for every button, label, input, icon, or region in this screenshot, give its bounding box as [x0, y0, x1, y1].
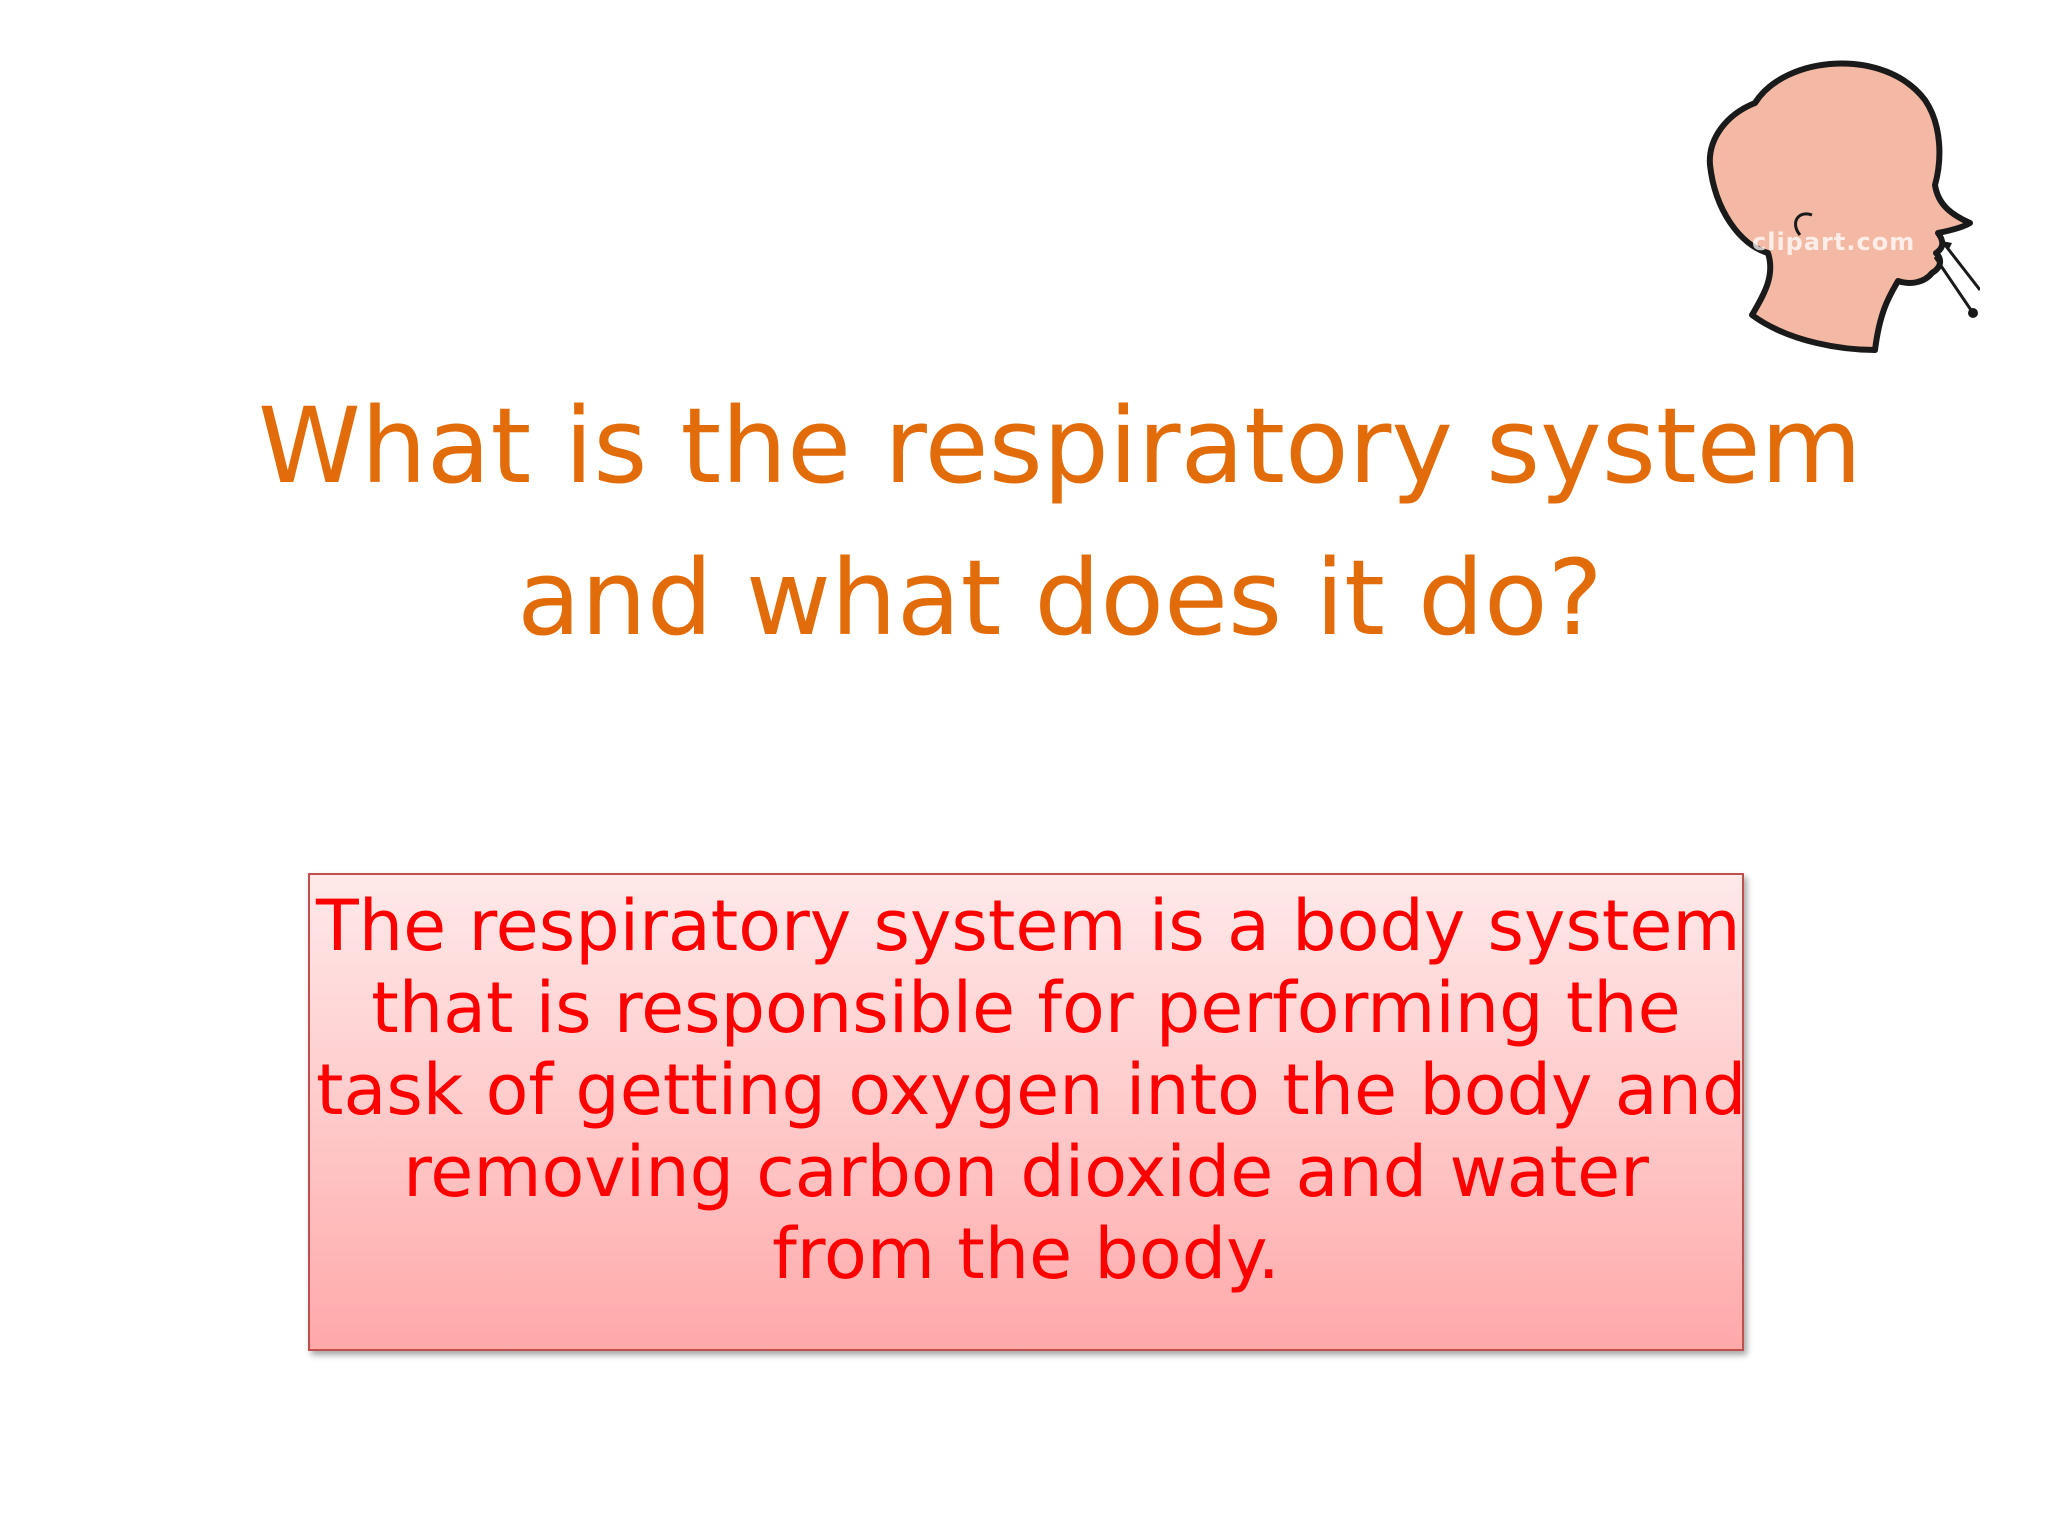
definition-line: that is responsible for performing the: [371, 967, 1681, 1049]
clipart-watermark: clipart.com: [1752, 228, 1916, 256]
slide-title: What is the respiratory system and what …: [200, 370, 1920, 674]
slide-title-line: What is the respiratory system: [258, 385, 1862, 507]
breathing-head-icon: [1706, 60, 1980, 353]
definition-text: The respiratory system is a body system …: [316, 885, 1747, 1295]
ear-mark: [1794, 212, 1813, 236]
breath-dot-lower: [1968, 308, 1978, 318]
definition-line: removing carbon dioxide and water: [403, 1131, 1649, 1213]
definition-line: The respiratory system is a body system: [316, 885, 1741, 967]
definition-line: task of getting oxygen into the body and: [316, 1049, 1747, 1131]
slide-title-line: and what does it do?: [517, 537, 1603, 659]
definition-line: from the body.: [772, 1213, 1280, 1295]
breath-line-lower: [1933, 256, 1975, 314]
breath-arrow-upper: [1942, 241, 1952, 251]
head-silhouette: [1706, 60, 1973, 353]
definition-box: The respiratory system is a body system …: [308, 873, 1747, 1351]
